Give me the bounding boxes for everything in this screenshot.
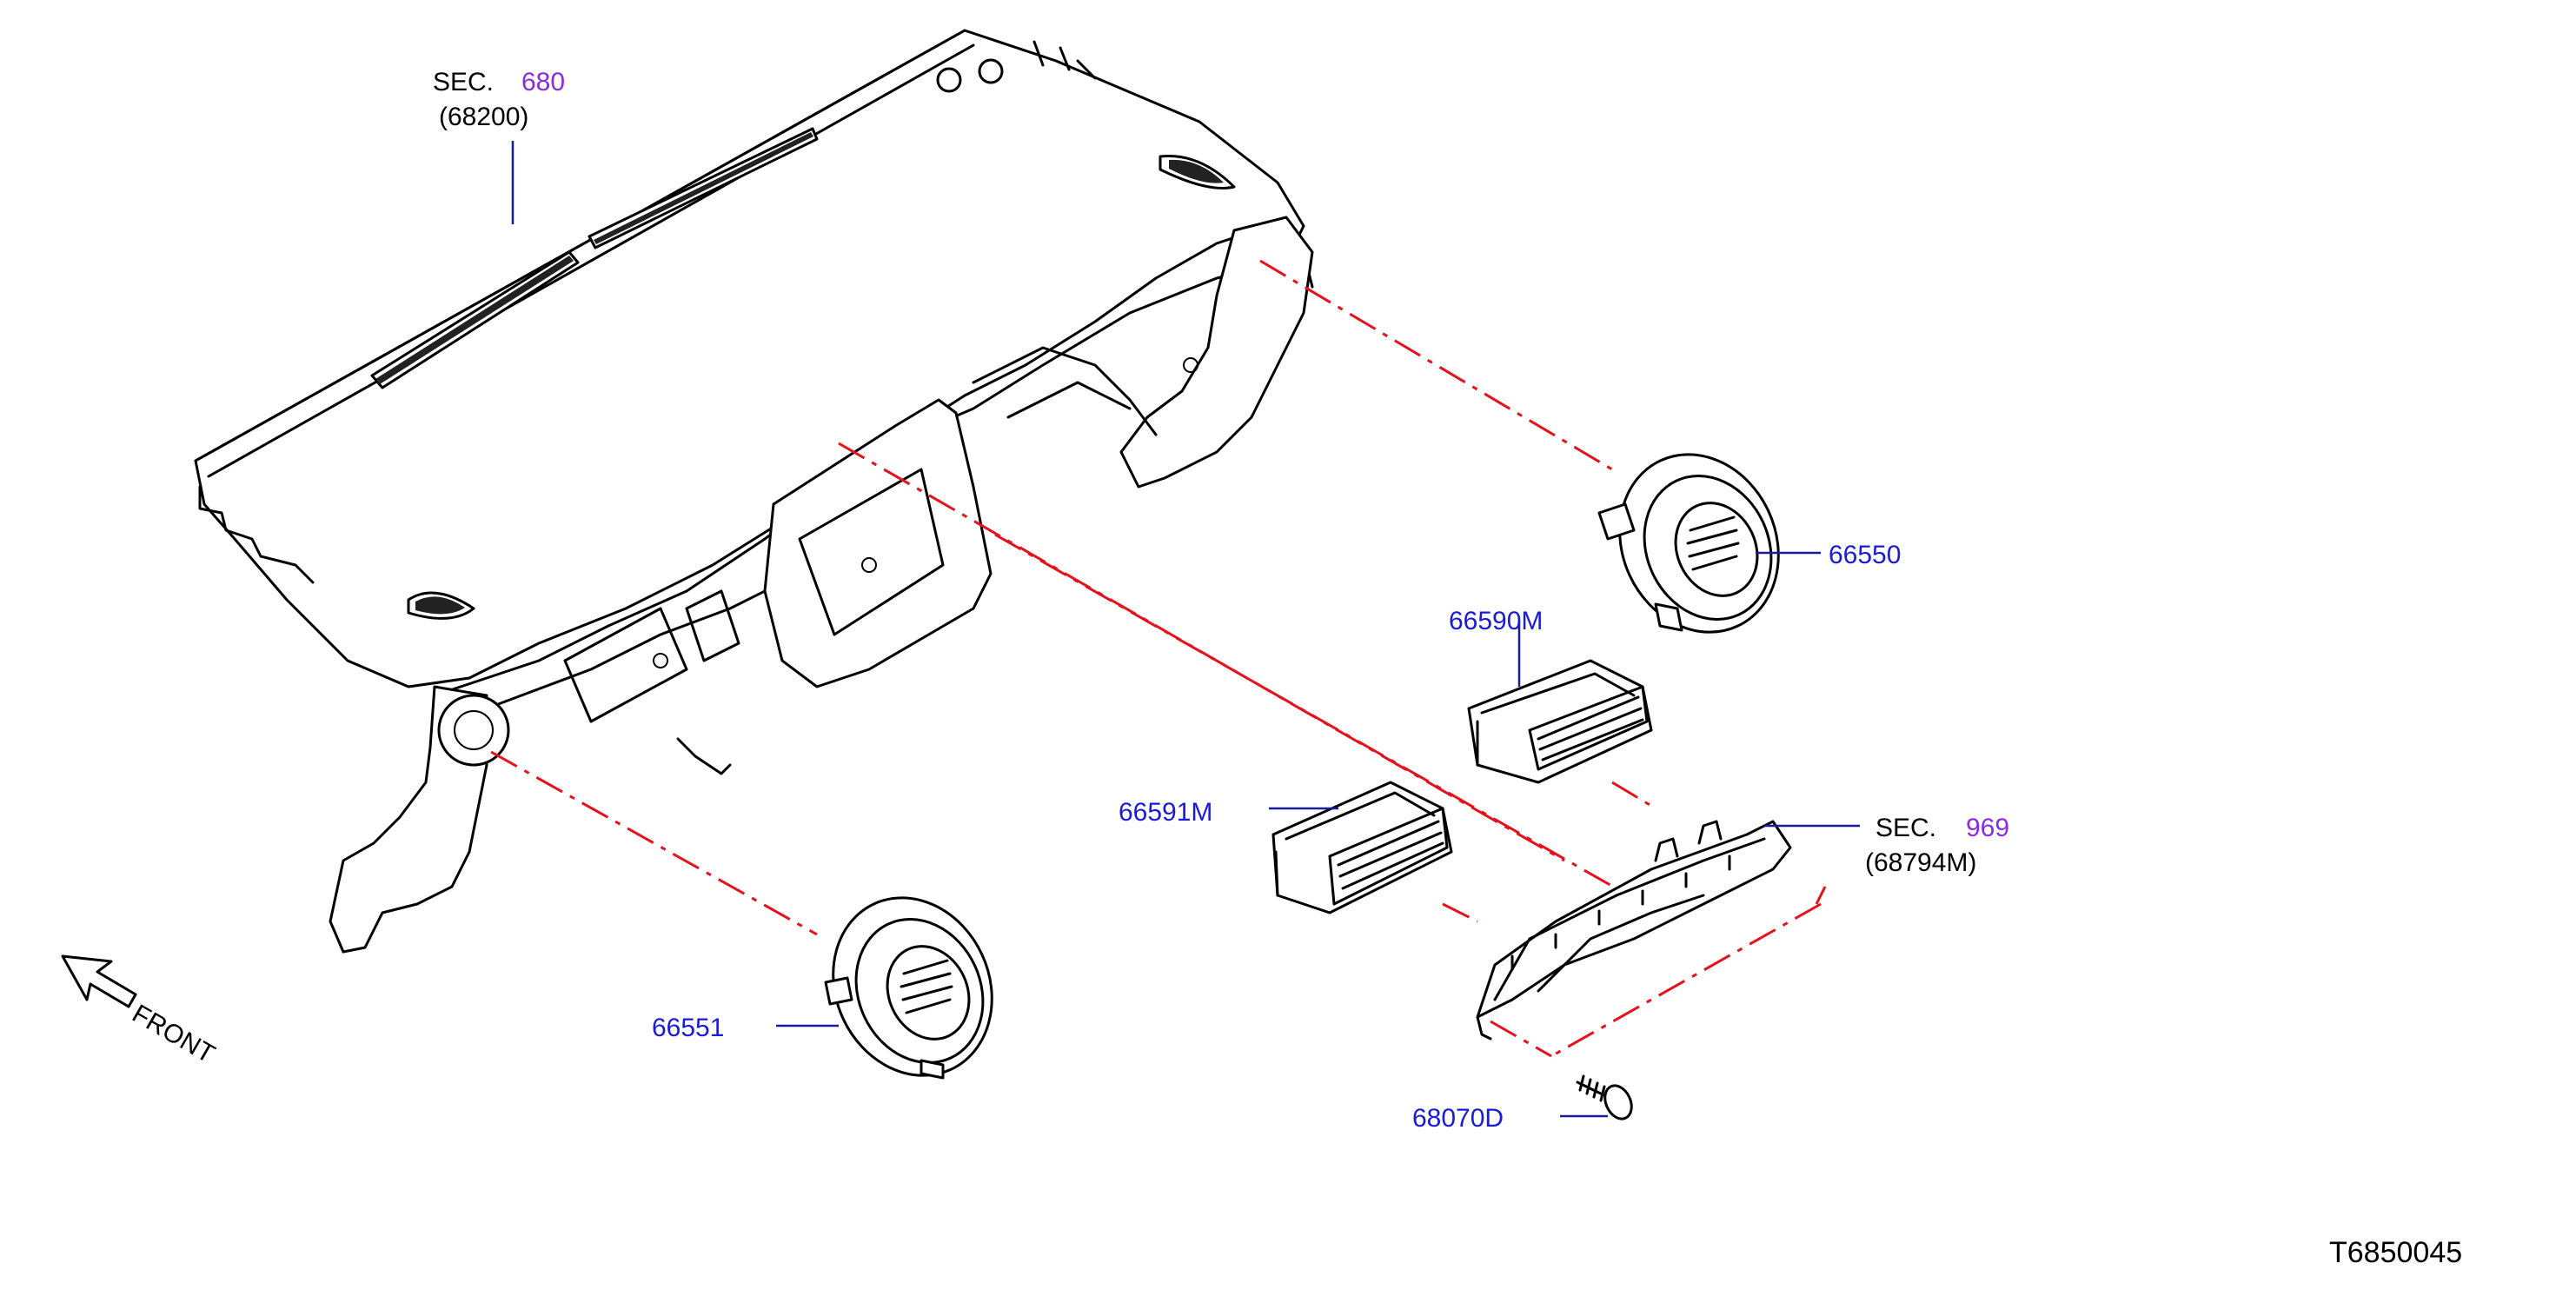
sec-680-number[interactable]: 680	[521, 68, 565, 96]
instrument-panel	[194, 29, 1305, 688]
front-label: FRONT	[128, 999, 220, 1068]
part-number-66591M[interactable]: 66591M	[1119, 798, 1212, 827]
steering-member	[329, 216, 1314, 954]
center-vent-66591M	[1271, 781, 1453, 914]
center-vent-66590M	[1467, 659, 1653, 784]
side-vent-left-66551	[824, 896, 993, 1080]
part-number-68070D[interactable]: 68070D	[1412, 1104, 1504, 1133]
sec-969-prefix: SEC.	[1876, 814, 1936, 842]
part-number-66551[interactable]: 66551	[652, 1014, 724, 1042]
side-vent-right-66550	[1597, 453, 1780, 634]
part-number-66550[interactable]: 66550	[1829, 541, 1901, 569]
sec-680-subref: (68200)	[439, 103, 528, 131]
leader-lines	[511, 141, 1860, 1118]
sec-680-prefix: SEC.	[433, 68, 494, 96]
assembly-lines	[490, 259, 1827, 1058]
center-finisher-sec969	[1476, 820, 1792, 1041]
sec-969-subref: (68794M)	[1865, 848, 1976, 877]
part-number-66590M[interactable]: 66590M	[1449, 607, 1543, 635]
front-arrow-icon	[61, 954, 137, 1008]
screw-68070D	[1576, 1074, 1633, 1120]
sec-969-number[interactable]: 969	[1966, 814, 2009, 842]
drawing-id: T6850045	[2329, 1236, 2462, 1269]
